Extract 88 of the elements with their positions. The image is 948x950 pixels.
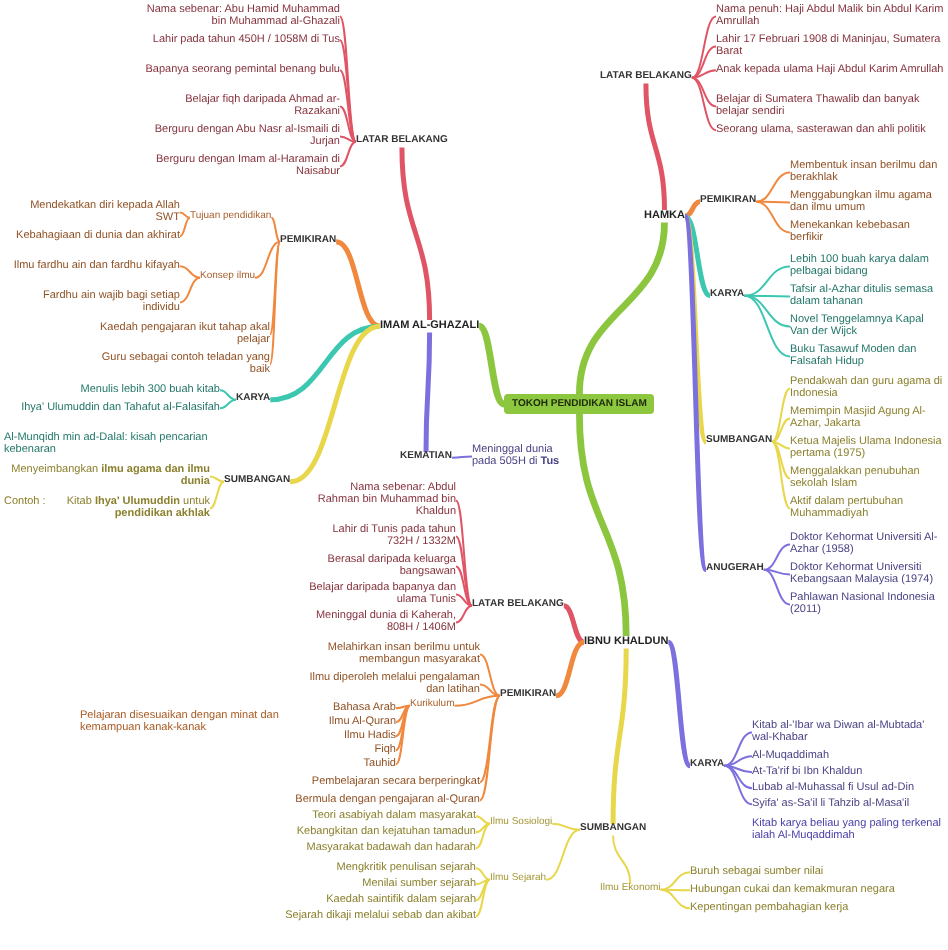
branch-line [269,240,281,366]
branch-line [479,694,501,802]
branch-line [755,171,791,203]
branch-line [455,593,473,607]
branch-line [682,215,709,571]
branch-line [743,294,791,358]
branch-line [562,603,585,645]
branch-line [610,648,629,825]
branch-line [762,543,791,571]
branch-line [475,815,491,825]
branch-line [576,413,630,637]
branch-line [451,455,473,459]
branch-line [659,888,691,892]
branch-line [455,565,473,607]
branch-line [475,867,491,881]
branch-line [690,45,717,79]
branch-line [683,214,712,298]
branch-line [755,200,791,234]
branch-line [659,888,691,910]
branch-line [690,69,717,79]
branch-line [666,640,692,768]
branch-line [399,147,433,321]
branch-line [179,211,191,219]
branch-line [395,704,411,766]
branch-line [612,834,632,885]
branch-line [771,440,791,510]
branch-line [179,216,191,238]
central-topic-box [504,394,655,414]
branch-line [289,323,381,485]
branch-line [219,389,237,401]
branch-line [475,878,491,918]
branch-line [723,764,753,774]
branch-line [743,294,791,328]
branch-line [643,83,667,211]
branch-line [771,387,791,443]
branch-line [771,440,791,450]
branch-line [475,878,491,902]
branch-line [743,265,791,297]
branch-line [395,704,411,738]
branch-line [339,135,357,143]
branch-line [270,216,281,243]
branch-line [423,332,433,452]
branch-line [762,568,791,576]
branch-line [339,105,357,143]
branch-line [545,828,581,881]
branch-line [684,199,701,219]
branch-line [269,240,281,336]
branch-line [576,222,668,395]
branch-line [335,239,381,329]
branch-line [339,69,357,143]
branch-line [690,76,717,108]
branch-line [270,323,381,403]
branch-line [479,694,501,784]
branch-line [475,822,491,850]
branch-line [723,764,753,806]
branch-line [555,639,585,699]
branch-line [723,755,753,767]
branch-line [395,704,411,710]
branch-line [339,140,357,168]
branch-line [254,240,281,279]
branch-line [690,15,717,79]
branch-line [455,535,473,607]
branch-line [455,604,473,624]
branch-line [723,764,753,790]
branch-line [690,76,717,132]
branch-line [659,871,691,891]
branch-line [219,398,237,410]
branch-line [339,39,357,143]
branch-line [395,704,411,724]
branch-line [209,480,225,510]
branch-line [477,323,506,407]
branch-line [395,704,411,752]
branch-line [455,499,473,607]
branch-line [771,440,791,480]
branch-line [771,417,791,443]
branch-line [479,683,501,697]
branch-line [453,694,501,707]
branch-line [209,475,225,483]
branch-line [179,265,201,279]
branch-line [179,276,201,304]
branch-line [339,15,357,143]
branch-line [475,822,491,834]
branch-line [551,822,581,831]
branch-line [479,653,501,697]
branch-line [762,568,791,606]
branch-line [475,878,491,886]
branch-line [723,731,753,767]
branch-line [755,200,791,204]
